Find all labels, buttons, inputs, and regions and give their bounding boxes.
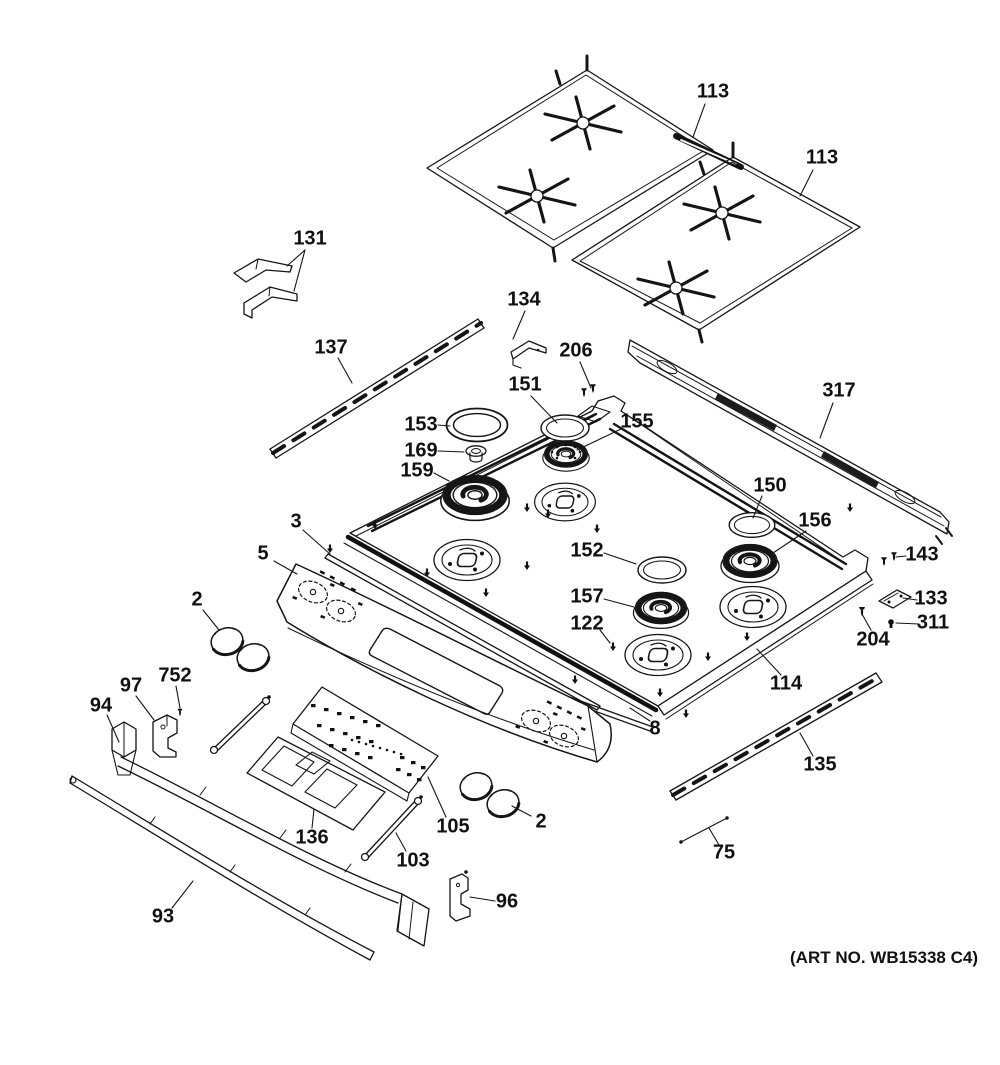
part-label-752: 752 xyxy=(158,664,192,687)
part-label-5: 5 xyxy=(257,542,269,565)
part-label-96: 96 xyxy=(495,890,519,913)
rod-75 xyxy=(679,816,729,844)
part-label-150: 150 xyxy=(753,474,787,497)
part-label-311: 311 xyxy=(916,611,950,634)
clip-96 xyxy=(449,870,471,922)
bracket-97 xyxy=(152,714,178,758)
side-trim-135 xyxy=(669,672,883,801)
part-label-113-b: 113 xyxy=(805,146,839,169)
part-label-137: 137 xyxy=(314,336,348,359)
screw-311 xyxy=(888,619,894,628)
part-label-93: 93 xyxy=(151,905,175,928)
bracket-131-pair xyxy=(233,258,298,319)
screw-752 xyxy=(177,708,183,717)
screws-206 xyxy=(580,383,597,398)
burner-156 xyxy=(721,545,779,583)
part-label-159: 159 xyxy=(400,459,434,482)
part-label-153: 153 xyxy=(404,413,438,436)
leader-lines xyxy=(106,103,920,909)
burner-155 xyxy=(543,441,589,471)
control-board-105 xyxy=(290,686,439,802)
part-label-103: 103 xyxy=(396,849,430,872)
grate-right xyxy=(571,141,861,344)
part-label-131: 131 xyxy=(293,227,327,250)
part-label-143: 143 xyxy=(905,543,939,566)
part-label-136: 136 xyxy=(295,826,329,849)
part-label-152: 152 xyxy=(570,539,604,562)
part-label-3: 3 xyxy=(290,510,302,533)
part-label-169: 169 xyxy=(404,439,438,462)
front-trim-94 xyxy=(111,721,430,947)
part-label-157: 157 xyxy=(570,585,604,608)
side-trim-137 xyxy=(269,318,485,459)
overlay-136 xyxy=(246,736,386,831)
grate-left xyxy=(426,54,744,263)
burner-159 xyxy=(441,476,509,521)
part-label-2-b: 2 xyxy=(535,810,547,833)
part-label-105: 105 xyxy=(436,815,470,838)
front-trim-93 xyxy=(69,775,375,961)
part-label-114: 114 xyxy=(769,672,803,695)
part-label-94: 94 xyxy=(89,694,113,717)
part-label-133: 133 xyxy=(914,587,948,610)
part-label-135: 135 xyxy=(803,753,837,776)
burner-157 xyxy=(633,592,688,628)
part-label-113-a: 113 xyxy=(696,80,730,103)
screws-143 xyxy=(880,551,898,567)
part-label-8: 8 xyxy=(649,717,661,740)
art-number: (ART NO. WB15338 C4) xyxy=(790,948,978,967)
part-label-206: 206 xyxy=(559,339,593,362)
part-label-134: 134 xyxy=(507,288,541,311)
part-label-75: 75 xyxy=(712,841,736,864)
part-label-97: 97 xyxy=(119,674,143,697)
bracket-134 xyxy=(510,340,547,369)
rear-rail-317 xyxy=(627,339,953,545)
clip-133 xyxy=(878,589,912,609)
part-label-156: 156 xyxy=(798,509,832,532)
part-label-317: 317 xyxy=(822,379,856,402)
maintop-114 xyxy=(326,395,874,720)
rods-103 xyxy=(209,695,423,862)
part-label-2-a: 2 xyxy=(191,588,203,611)
oval-ring-153 xyxy=(445,407,509,443)
part-label-155: 155 xyxy=(620,410,654,433)
grommet-169 xyxy=(465,445,487,463)
part-label-204: 204 xyxy=(856,628,890,651)
corner-tab xyxy=(577,405,611,423)
part-label-122: 122 xyxy=(570,612,604,635)
part-label-151: 151 xyxy=(508,373,542,396)
control-panel-5 xyxy=(276,563,612,763)
